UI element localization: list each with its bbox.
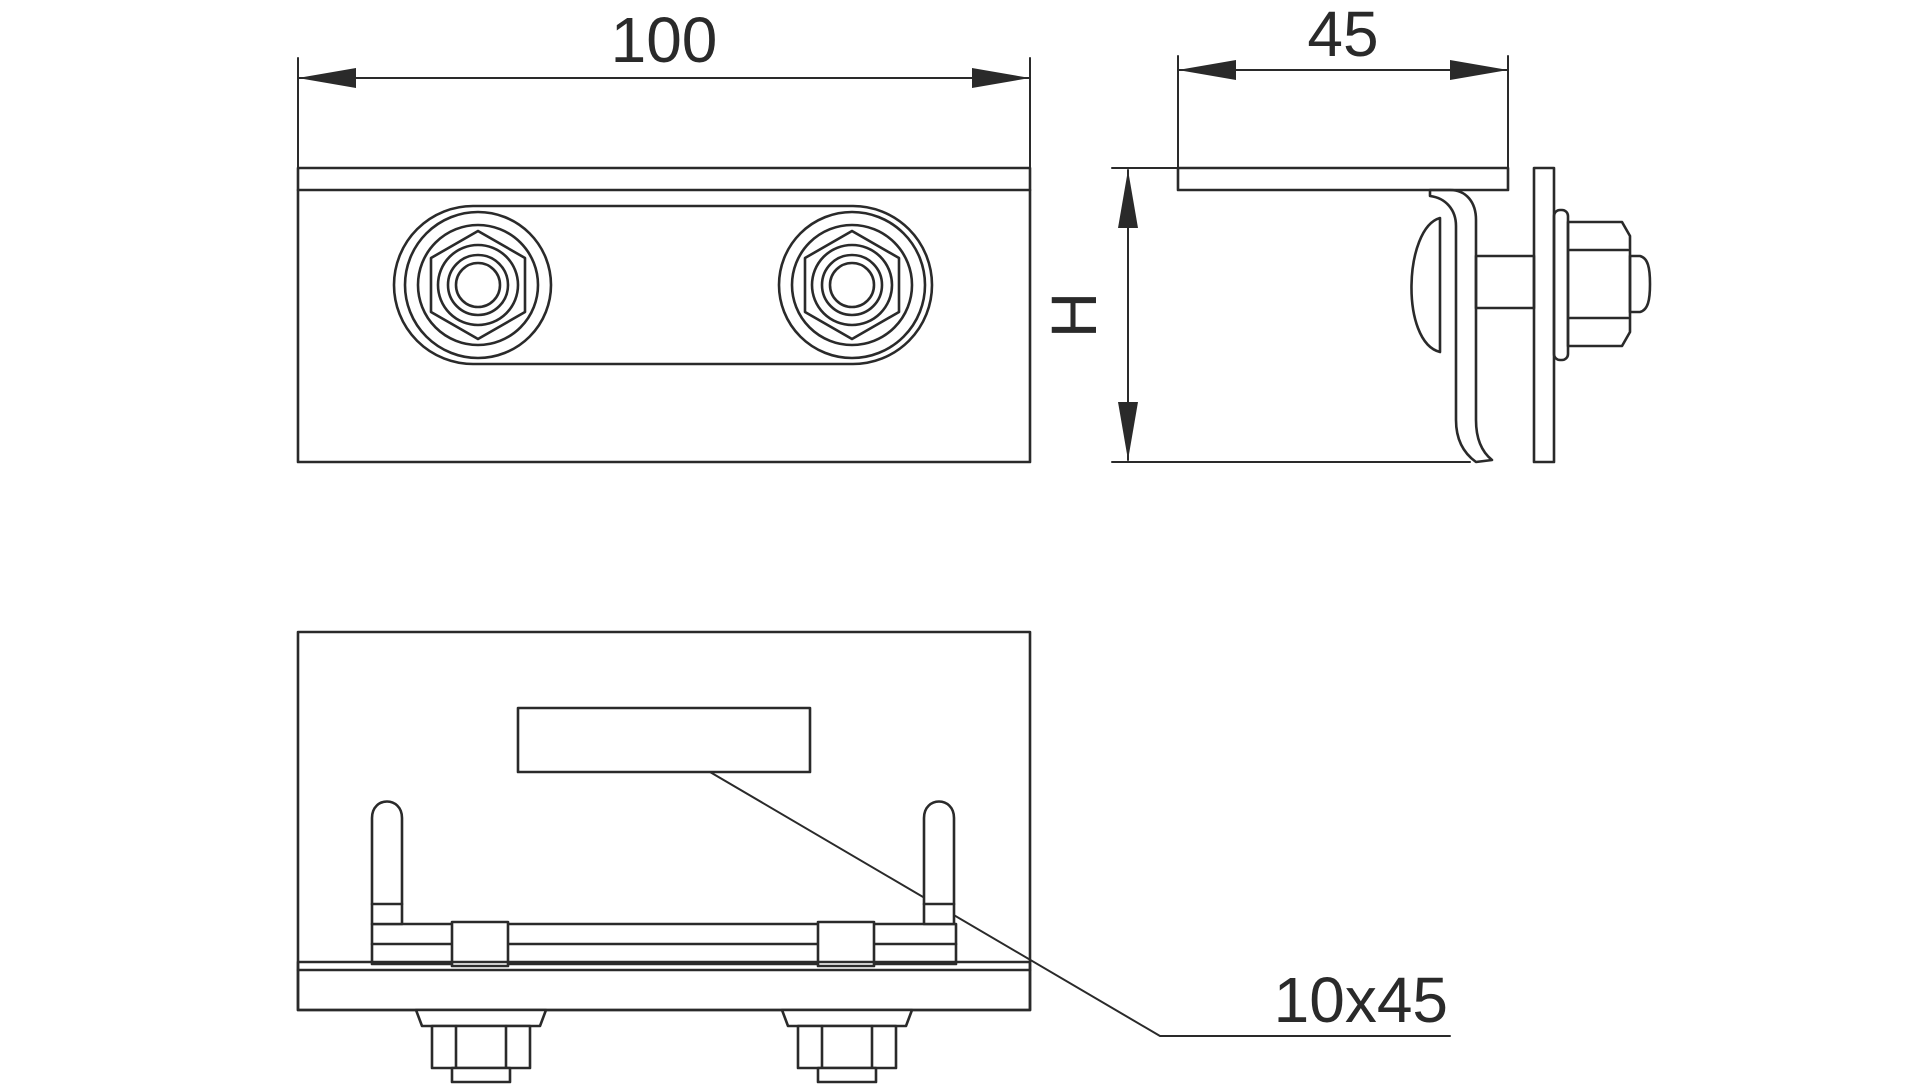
depth-dimension-label: 45 <box>1307 0 1378 70</box>
top-view: 10x45 <box>296 630 1451 1084</box>
front-bolt-left <box>403 210 553 360</box>
top-hook-right <box>922 800 956 926</box>
side-bolt-tip <box>1628 254 1652 314</box>
front-slot <box>392 204 934 366</box>
front-plate <box>296 166 1032 464</box>
top-bolt-left <box>414 1008 548 1084</box>
side-view: 45 H <box>1038 0 1652 464</box>
height-dimension: H <box>1038 167 1471 463</box>
top-hook-left <box>370 800 404 926</box>
height-dimension-label: H <box>1038 292 1110 338</box>
side-bolt-head <box>1410 216 1442 354</box>
side-bolt-shaft <box>1474 254 1536 310</box>
width-dimension: 100 <box>297 4 1031 173</box>
side-base-plate <box>1532 166 1556 464</box>
front-bolt-right <box>777 210 927 360</box>
top-bolt-right <box>780 1008 914 1084</box>
side-top-plate <box>1176 166 1510 192</box>
slot-leader-line <box>709 771 1451 1037</box>
top-slot <box>516 706 812 774</box>
top-base-strip <box>296 960 1032 1012</box>
side-washer <box>1552 208 1570 362</box>
front-view: 100 <box>296 4 1032 464</box>
side-nut <box>1566 220 1632 348</box>
width-dimension-label: 100 <box>611 4 718 76</box>
slot-dimension-label: 10x45 <box>1274 964 1448 1036</box>
side-clamp <box>1428 188 1494 464</box>
depth-dimension: 45 <box>1177 0 1509 171</box>
